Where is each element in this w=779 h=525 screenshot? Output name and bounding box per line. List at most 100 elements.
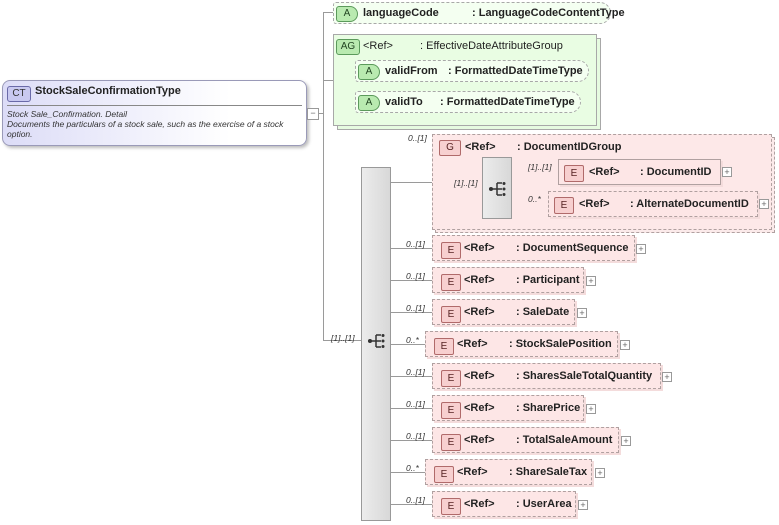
collapse-icon[interactable]: − xyxy=(307,108,319,120)
element-share-sale-tax[interactable]: E <Ref> : ShareSaleTax xyxy=(425,459,592,485)
connector xyxy=(323,12,324,340)
ref-label: <Ref> xyxy=(464,402,495,414)
element-name: : TotalSaleAmount xyxy=(516,434,613,446)
cardinality: [1]..[1] xyxy=(331,333,355,343)
sequence-compositor[interactable] xyxy=(361,167,391,521)
attribute-badge: A xyxy=(336,6,358,22)
documentation-line: Stock Sale_Confirmation. Detail xyxy=(7,109,128,119)
cardinality: 0..* xyxy=(528,194,541,204)
element-name: : SharePrice xyxy=(516,402,581,414)
connector xyxy=(391,408,432,409)
element-alternate-document-id[interactable]: E <Ref> : AlternateDocumentID xyxy=(548,191,758,217)
group-badge: G xyxy=(439,140,461,156)
group-name: : DocumentIDGroup xyxy=(517,141,622,153)
connector xyxy=(391,280,432,281)
connector xyxy=(391,472,425,473)
expand-icon[interactable]: + xyxy=(759,199,769,209)
element-badge: E xyxy=(564,165,584,182)
expand-icon[interactable]: + xyxy=(595,468,605,478)
element-badge: E xyxy=(441,242,461,259)
attribute-badge: A xyxy=(358,64,380,80)
element-participant[interactable]: E <Ref> : Participant xyxy=(432,267,584,293)
connector xyxy=(323,12,333,13)
element-name: : AlternateDocumentID xyxy=(630,198,749,210)
connector xyxy=(323,80,333,81)
complex-type-documentation: Stock Sale_Confirmation. Detail Document… xyxy=(7,109,302,139)
element-document-id[interactable]: E <Ref> : DocumentID xyxy=(558,159,721,185)
ref-label: <Ref> xyxy=(363,40,393,52)
expand-icon[interactable]: + xyxy=(636,244,646,254)
ref-label: <Ref> xyxy=(457,466,488,478)
attribute-valid-from[interactable]: A validFrom : FormattedDateTimeType xyxy=(355,60,589,82)
attribute-group-badge: AG xyxy=(336,39,360,55)
cardinality: 0..[1] xyxy=(406,239,425,249)
element-badge: E xyxy=(441,274,461,291)
cardinality: 0..[1] xyxy=(406,431,425,441)
cardinality: 0..[1] xyxy=(408,133,427,143)
expand-icon[interactable]: + xyxy=(578,500,588,510)
complex-type-box[interactable]: CT StockSaleConfirmationType Stock Sale_… xyxy=(2,80,307,146)
connector xyxy=(391,440,432,441)
ref-label: <Ref> xyxy=(464,274,495,286)
element-name: : Participant xyxy=(516,274,580,286)
connector xyxy=(391,248,432,249)
attribute-type: : FormattedDateTimeType xyxy=(440,96,575,108)
expand-icon[interactable]: + xyxy=(620,340,630,350)
connector xyxy=(391,504,432,505)
element-shares-sale-total-quantity[interactable]: E <Ref> : SharesSaleTotalQuantity xyxy=(432,363,661,389)
connector xyxy=(391,344,425,345)
sequence-icon xyxy=(489,182,506,196)
ref-label: <Ref> xyxy=(589,166,620,178)
element-user-area[interactable]: E <Ref> : UserArea xyxy=(432,491,576,517)
element-badge: E xyxy=(441,402,461,419)
element-badge: E xyxy=(441,306,461,323)
ref-label: <Ref> xyxy=(464,306,495,318)
ref-label: <Ref> xyxy=(464,498,495,510)
element-name: : DocumentID xyxy=(640,166,712,178)
connector xyxy=(317,113,323,114)
element-name: : SharesSaleTotalQuantity xyxy=(516,370,653,382)
cardinality: 0..[1] xyxy=(406,303,425,313)
cardinality: [1]..[1] xyxy=(454,178,478,188)
expand-icon[interactable]: + xyxy=(586,404,596,414)
attribute-type: : FormattedDateTimeType xyxy=(448,65,583,77)
attribute-language-code[interactable]: A languageCode : LanguageCodeContentType xyxy=(333,2,625,24)
sequence-icon xyxy=(368,334,385,348)
attribute-name: validTo xyxy=(385,96,423,108)
complex-type-badge: CT xyxy=(7,86,31,102)
cardinality: 0..[1] xyxy=(406,367,425,377)
attribute-name: validFrom xyxy=(385,65,438,77)
element-name: : StockSalePosition xyxy=(509,338,612,350)
element-badge: E xyxy=(441,434,461,451)
element-total-sale-amount[interactable]: E <Ref> : TotalSaleAmount xyxy=(432,427,619,453)
element-document-sequence[interactable]: E <Ref> : DocumentSequence xyxy=(432,235,635,261)
expand-icon[interactable]: + xyxy=(621,436,631,446)
element-share-price[interactable]: E <Ref> : SharePrice xyxy=(432,395,584,421)
element-name: : SaleDate xyxy=(516,306,570,318)
cardinality: 0..* xyxy=(406,335,419,345)
cardinality: [1]..[1] xyxy=(528,162,552,172)
element-name: : DocumentSequence xyxy=(516,242,629,254)
attribute-valid-to[interactable]: A validTo : FormattedDateTimeType xyxy=(355,91,581,113)
connector xyxy=(323,340,361,341)
element-sale-date[interactable]: E <Ref> : SaleDate xyxy=(432,299,575,325)
attribute-group-name: : EffectiveDateAttributeGroup xyxy=(420,40,563,52)
ref-label: <Ref> xyxy=(579,198,610,210)
cardinality: 0..[1] xyxy=(406,271,425,281)
ref-label: <Ref> xyxy=(464,242,495,254)
element-name: : ShareSaleTax xyxy=(509,466,588,478)
element-badge: E xyxy=(434,466,454,483)
attribute-badge: A xyxy=(358,95,380,111)
expand-icon[interactable]: + xyxy=(577,308,587,318)
ref-label: <Ref> xyxy=(465,141,496,153)
expand-icon[interactable]: + xyxy=(662,372,672,382)
ref-label: <Ref> xyxy=(457,338,488,350)
expand-icon[interactable]: + xyxy=(586,276,596,286)
expand-icon[interactable]: + xyxy=(722,167,732,177)
divider xyxy=(7,105,302,106)
attribute-type: : LanguageCodeContentType xyxy=(472,7,625,19)
cardinality: 0..* xyxy=(406,463,419,473)
element-stock-sale-position[interactable]: E <Ref> : StockSalePosition xyxy=(425,331,618,357)
element-badge: E xyxy=(441,498,461,515)
sequence-compositor[interactable] xyxy=(482,157,512,219)
